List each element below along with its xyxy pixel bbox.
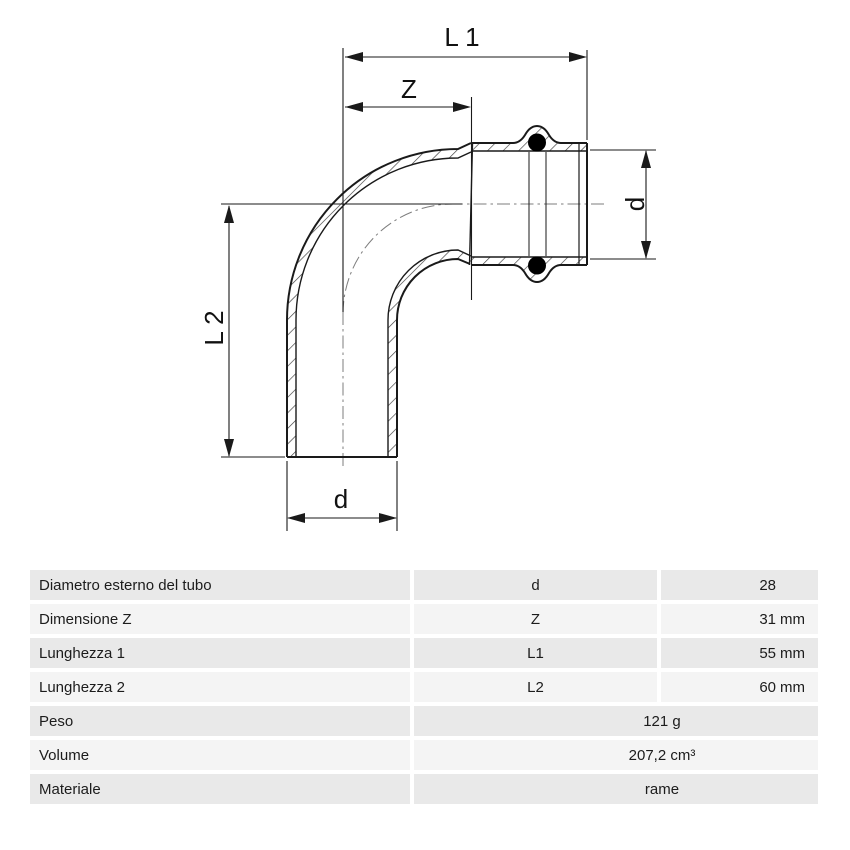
dimension-d-right	[590, 149, 656, 260]
row-label: Peso	[30, 706, 410, 736]
d-bottom-arrowhead-right	[379, 513, 397, 523]
bore-right-contour	[387, 249, 472, 457]
table-row: Volume 207,2 cm³	[30, 740, 818, 770]
d-bottom-arrowhead-left	[287, 513, 305, 523]
socket-bottom-contour	[471, 264, 587, 284]
row-symbol: d	[414, 570, 657, 600]
fitting-technical-drawing: L 1 Z d	[199, 22, 656, 531]
value-number: 31	[759, 610, 776, 628]
hatch-inner-bend	[388, 250, 458, 320]
dimension-l2	[221, 203, 462, 458]
row-symbol: Z	[414, 604, 657, 634]
dimension-d-bottom	[286, 461, 398, 531]
hatch-outer-bend	[287, 149, 458, 320]
row-symbol: L2	[414, 672, 657, 702]
centerlines	[342, 203, 605, 470]
table-row: Materiale rame	[30, 774, 818, 804]
row-label: Lunghezza 2	[30, 672, 410, 702]
z-arrowhead-right	[453, 102, 471, 112]
value-number: 60	[759, 678, 776, 696]
row-label: Dimensione Z	[30, 604, 410, 634]
d-right-arrowhead-bottom	[641, 241, 651, 259]
l1-arrowhead-left	[345, 52, 363, 62]
oring-seal-top	[528, 133, 546, 152]
d-right-label: d	[620, 197, 650, 211]
z-label: Z	[401, 74, 417, 104]
value-number: 55	[759, 644, 776, 662]
l2-arrowhead-bottom	[224, 439, 234, 457]
elbow-drawing-svg: L 1 Z d	[199, 22, 656, 531]
z-arrowhead-left	[345, 102, 363, 112]
l1-arrowhead-right	[569, 52, 587, 62]
row-label: Lunghezza 1	[30, 638, 410, 668]
row-label: Materiale	[30, 774, 410, 804]
hatch-right-wall	[388, 320, 397, 457]
hatch-taper-top	[458, 143, 471, 158]
table-row: Diametro esterno del tubo d 28	[30, 570, 818, 600]
hatch-taper-bottom	[458, 250, 471, 265]
value-unit: mm	[780, 644, 805, 662]
row-value: 28	[661, 570, 818, 600]
row-value-merged: rame	[414, 774, 818, 804]
d-right-arrowhead-top	[641, 150, 651, 168]
hatch-left-wall	[287, 320, 296, 457]
inner-side-contour	[396, 257, 471, 457]
row-value-merged: 121 g	[414, 706, 818, 736]
l2-arrowhead-top	[224, 205, 234, 223]
centerline-arc	[342, 203, 454, 315]
row-value-merged: 207,2 cm³	[414, 740, 818, 770]
socket-top-contour	[471, 124, 587, 144]
row-symbol: L1	[414, 638, 657, 668]
value-unit: mm	[780, 678, 805, 696]
outer-contour	[286, 142, 472, 457]
value-unit: mm	[780, 610, 805, 628]
row-label: Diametro esterno del tubo	[30, 570, 410, 600]
l2-label: L 2	[199, 310, 229, 345]
row-label: Volume	[30, 740, 410, 770]
elbow-body	[286, 124, 588, 458]
wall-hatching	[287, 126, 587, 457]
bore-left-contour	[295, 151, 472, 457]
dimension-z	[345, 97, 473, 300]
l1-label: L 1	[444, 22, 479, 52]
table-row: Peso 121 g	[30, 706, 818, 736]
d-bottom-label: d	[334, 484, 348, 514]
specification-table: Diametro esterno del tubo d 28 Dimension…	[30, 570, 818, 808]
oring-seal-bottom	[528, 256, 546, 275]
dimension-l1	[342, 48, 588, 312]
value-number: 28	[759, 576, 776, 594]
